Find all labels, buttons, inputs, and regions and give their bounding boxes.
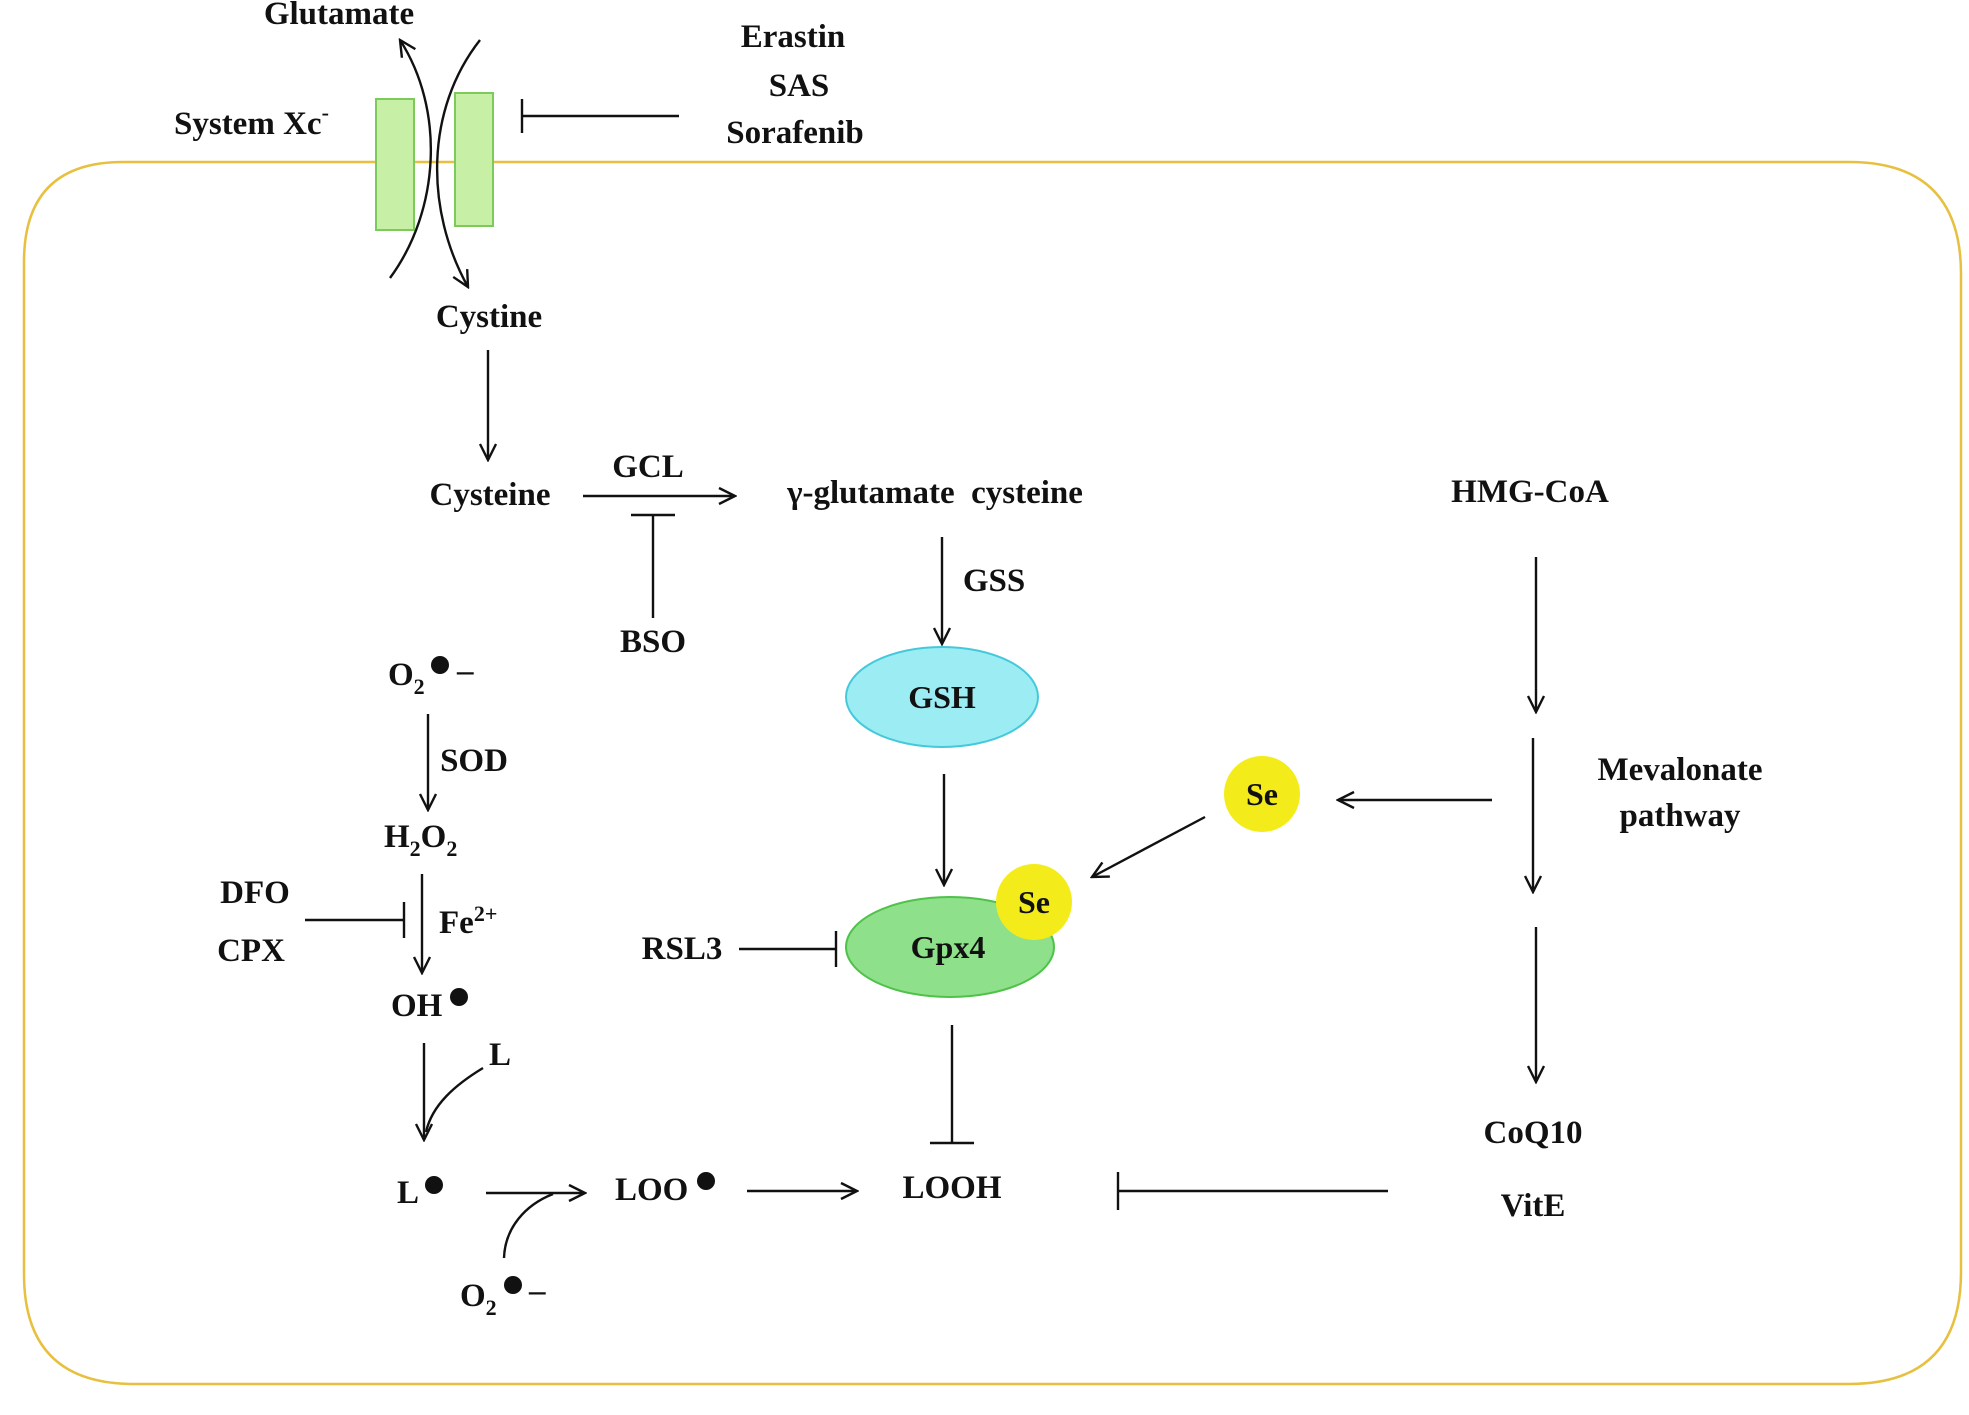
superoxide-label: O2 xyxy=(388,657,425,699)
peroxyl-radical-dot xyxy=(697,1172,715,1190)
system-xc-transporter xyxy=(375,39,494,287)
lipid-label: L xyxy=(489,1037,511,1073)
superoxide-radical-dot xyxy=(431,656,449,674)
cystine-import-arrow xyxy=(435,39,481,287)
lipid-radical-label: L xyxy=(397,1175,419,1211)
looh-label: LOOH xyxy=(902,1170,1001,1206)
erastin-label: Erastin xyxy=(741,19,846,55)
glutamate-export-arrow xyxy=(389,40,433,279)
iron-base: Fe xyxy=(439,905,474,941)
selenium-bound-node xyxy=(996,864,1072,940)
oxygen-input-curve xyxy=(502,1192,554,1259)
oxygen-label: O2 xyxy=(460,1278,497,1320)
gpx4-inhibits-looh-bar xyxy=(930,1025,974,1145)
hmg-coa-label: HMG-CoA xyxy=(1451,474,1609,510)
cell-membrane xyxy=(22,160,1963,1386)
sod-label: SOD xyxy=(440,743,508,779)
oxygen-charge: – xyxy=(528,1273,546,1309)
h2o2-o: O xyxy=(421,819,447,855)
peroxyl-label: LOO xyxy=(615,1172,688,1208)
bso-label: BSO xyxy=(620,624,686,660)
coq10-label: CoQ10 xyxy=(1484,1115,1583,1151)
glutamate-label: Glutamate xyxy=(264,0,414,32)
mevalonate-label: Mevalonate xyxy=(1598,752,1763,788)
hydroxyl-label: OH xyxy=(391,988,443,1024)
vite-label: VitE xyxy=(1501,1188,1566,1224)
selenium-to-gpx4-arrow xyxy=(1092,815,1206,877)
superoxide-charge: – xyxy=(456,653,474,689)
system-xc-name: System Xc xyxy=(174,106,322,142)
lipid-radical-dot xyxy=(425,1176,443,1194)
oxygen-subscript: 2 xyxy=(486,1295,497,1320)
oxygen-base: O xyxy=(460,1278,486,1314)
superoxide-base: O xyxy=(388,657,414,693)
transporter-channel-left xyxy=(375,98,415,231)
superoxide-subscript: 2 xyxy=(414,674,425,699)
iron-label: Fe2+ xyxy=(439,901,497,941)
sorafenib-label: Sorafenib xyxy=(726,115,864,151)
rsl3-label: RSL3 xyxy=(642,931,723,967)
gsh-node xyxy=(845,646,1039,748)
h2o2-h: H xyxy=(384,819,410,855)
transporter-inhibition-bar xyxy=(520,99,679,133)
h2o2-label: H2O2 xyxy=(384,819,457,861)
gamma-glutamylcysteine-label: γ-glutamate cysteine xyxy=(786,475,1083,511)
cysteine-label: Cysteine xyxy=(430,477,551,513)
selenium-free-node xyxy=(1224,756,1300,832)
system-xc-label: System Xc- xyxy=(174,100,329,142)
selenium-bound-label: Se xyxy=(1018,884,1050,920)
oxygen-radical-dot xyxy=(504,1276,522,1294)
transporter-channel-right xyxy=(454,92,494,227)
system-xc-charge: - xyxy=(322,100,329,125)
lipid-input-curve xyxy=(424,1066,484,1133)
h2o2-o-subscript: 2 xyxy=(446,836,457,861)
selenium-free-label: Se xyxy=(1246,776,1278,812)
rsl3-inhibition-bar xyxy=(739,931,838,967)
iron-charge: 2+ xyxy=(474,901,498,926)
dfo-label: DFO xyxy=(220,875,290,911)
chelator-inhibition-bar xyxy=(305,902,406,938)
gsh-label: GSH xyxy=(908,679,976,715)
hydroxyl-radical-dot xyxy=(450,988,468,1006)
antioxidant-inhibits-looh-bar xyxy=(1116,1172,1388,1210)
gpx4-label: Gpx4 xyxy=(911,929,986,965)
sas-label: SAS xyxy=(769,68,830,104)
h2o2-h-subscript: 2 xyxy=(410,836,421,861)
gss-label: GSS xyxy=(963,563,1025,599)
pathway-label: pathway xyxy=(1619,798,1741,834)
bso-inhibition-bar xyxy=(631,513,675,618)
cpx-label: CPX xyxy=(217,933,285,969)
cystine-label: Cystine xyxy=(436,299,542,335)
gcl-label: GCL xyxy=(612,449,684,485)
